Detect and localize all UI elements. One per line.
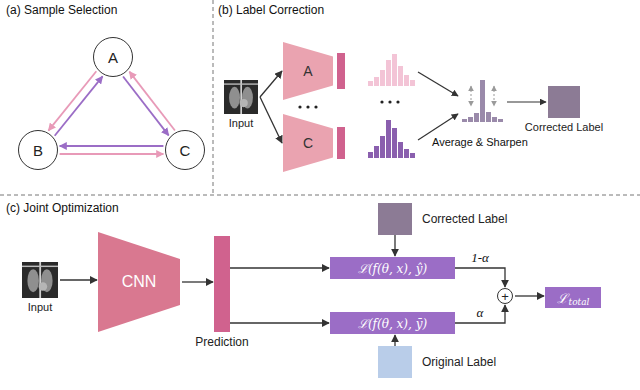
connector [55, 76, 103, 135]
node-label: ℒ(f(θ, x), ŷ) [358, 260, 427, 277]
ellipsis-dot [298, 105, 301, 108]
caption: Corrected Label [422, 212, 507, 226]
ellipsis-dot [306, 105, 309, 108]
node-label: B [33, 142, 43, 159]
caption: Input [229, 117, 253, 129]
connector [60, 279, 97, 280]
feature-vector [337, 53, 345, 89]
node-label: A [108, 49, 118, 66]
ellipsis-dot [396, 100, 399, 103]
node-label: ℒ [557, 289, 568, 307]
connector [60, 153, 164, 155]
selector-circle: B [18, 130, 58, 170]
panel-title: (a) Sample Selection [6, 3, 117, 17]
step-label: Average & Sharpen [432, 136, 528, 148]
connector [394, 335, 395, 346]
connector [48, 71, 96, 130]
caption: Original Label [422, 355, 496, 369]
input-image: Input [12, 262, 68, 313]
caption: Input [28, 301, 52, 313]
connector [60, 145, 164, 147]
connector [230, 267, 329, 268]
encoder-block: C [283, 114, 333, 172]
node-label: C [303, 135, 313, 151]
node-label: A [303, 63, 312, 79]
edge-weight: 1-α [469, 250, 491, 266]
caption: Prediction [195, 335, 248, 349]
prediction-vector [214, 236, 230, 332]
image-frame [224, 80, 258, 114]
flow-arrow [418, 72, 458, 96]
histogram [368, 120, 415, 158]
connector [182, 281, 213, 282]
averaged-histogram [462, 80, 503, 122]
connector [230, 322, 329, 323]
total-loss-box: ℒtotal [545, 287, 601, 308]
node-label: + [501, 290, 509, 303]
caption: Corrected Label [525, 121, 603, 133]
label-square: Corrected Label [378, 203, 507, 235]
panel-title: (c) Joint Optimization [6, 201, 119, 215]
selector-circle: C [165, 130, 205, 170]
subscript: total [569, 297, 590, 307]
panel-divider [213, 0, 214, 193]
sharpen-arrow [494, 86, 495, 106]
panel-title: (b) Label Correction [218, 3, 324, 17]
connector [260, 97, 282, 143]
selector-circle: A [93, 37, 133, 77]
ellipsis-dot [314, 105, 317, 108]
label-swatch [548, 86, 580, 118]
loss-box: ℒ(f(θ, x), ŷ) [330, 257, 455, 279]
prediction-bar: Prediction [187, 236, 257, 349]
ellipsis-dot [380, 100, 383, 103]
cnn-block: CNN [98, 232, 180, 332]
connector [394, 235, 395, 256]
label-swatch [378, 203, 412, 235]
flow-arrow [507, 101, 546, 102]
connector [515, 295, 544, 296]
label-square: Original Label [378, 346, 496, 378]
xray-image [22, 262, 58, 298]
sharpen-arrow [471, 86, 472, 106]
histogram [368, 54, 415, 86]
input-image: Input [216, 80, 266, 129]
connector [455, 305, 505, 323]
connector [260, 71, 282, 97]
ellipsis-dot [388, 100, 391, 103]
label-swatch [378, 346, 412, 378]
xray-image [224, 80, 258, 114]
edge-weight: α [475, 305, 486, 321]
sum-node: + [497, 288, 513, 304]
connector [123, 77, 169, 136]
connector [455, 268, 505, 287]
loss-box: ℒ(f(θ, x), ȳ) [330, 312, 455, 334]
encoder-block: A [283, 42, 333, 100]
image-frame [22, 262, 58, 298]
connector [129, 72, 175, 131]
label-square: Corrected Label [523, 86, 605, 133]
node-label: CNN [122, 273, 157, 291]
feature-vector [337, 127, 345, 159]
node-label: C [180, 142, 191, 159]
node-label: ℒ(f(θ, x), ȳ) [358, 315, 427, 332]
panel-divider [0, 195, 640, 196]
